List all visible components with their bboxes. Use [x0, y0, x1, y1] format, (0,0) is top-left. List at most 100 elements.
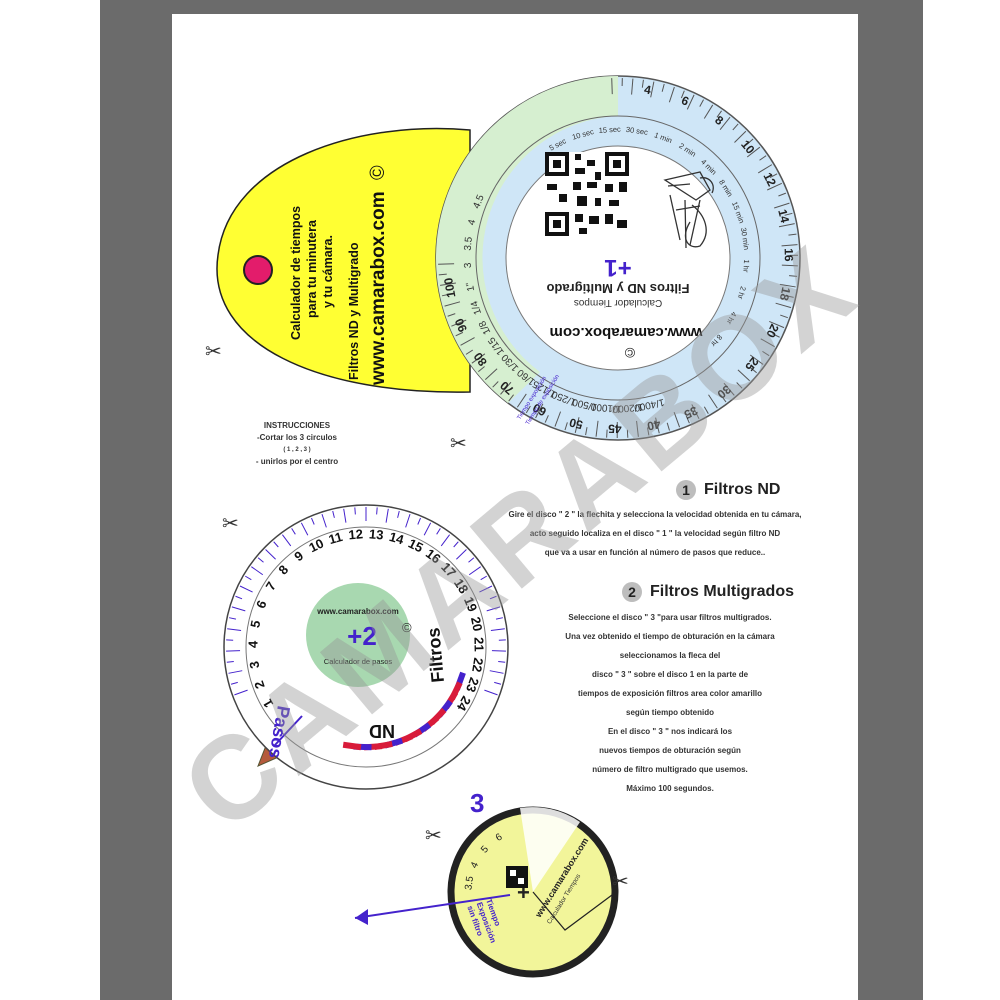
disc-2-filtros-wrap: Filtros [423, 627, 448, 684]
disc-1-tick [455, 331, 464, 337]
disc-1-tick [647, 427, 650, 436]
disc-2-tick [230, 681, 238, 685]
disc-2-tick [281, 534, 292, 547]
disc-2-arrow-line [274, 715, 303, 746]
disc-2-tick [484, 689, 498, 696]
disc-1-tick [685, 415, 690, 424]
section-2-title: Filtros Multigrados [650, 583, 794, 600]
disc-3-arrow [354, 894, 511, 919]
disc-2-tick [495, 617, 504, 620]
disc-2-scale-label: 12 [348, 526, 364, 542]
disc-1-outer-label: 4 [643, 82, 652, 97]
tag-url: www.camarabox.com [368, 191, 389, 386]
disc-1-tick [760, 338, 775, 348]
disc-1-tick [661, 83, 665, 92]
instructions-line-3: - unirlos por el centro [255, 457, 339, 466]
disc-2-scale-label: 20 [468, 615, 486, 632]
disc-1-inner-label: 4 [466, 218, 478, 226]
disc-2-nd: ND [369, 721, 395, 741]
disc-1-tick [716, 110, 722, 118]
disc-2-tick [436, 528, 441, 535]
disc-1-tick [668, 86, 675, 103]
disc-2-scale-label: 21 [471, 637, 486, 652]
disc-1-tick [746, 138, 754, 145]
disc-1-outer-label: 40 [646, 417, 662, 434]
disc-1-tick [746, 146, 761, 158]
disc-2-tick [311, 517, 315, 525]
disc-1-outer-label: 90 [452, 316, 470, 334]
disc-1-tick [691, 404, 700, 419]
disc-3-label: 3 [470, 788, 484, 818]
disc-2-scale-label: 15 [406, 536, 426, 556]
disc-2-url: www.camarabox.com [316, 607, 399, 616]
disc-2-tick [251, 566, 264, 576]
disc-3-scale-label: 3.5 [463, 875, 476, 891]
disc-2-scale-label: 2 [251, 679, 268, 691]
disc-2-scale-label: 23 [463, 676, 482, 695]
disc-1-outer-label: 100 [441, 276, 458, 298]
disc-1-tick [708, 394, 718, 409]
disc-2-tick [498, 660, 506, 663]
disc-2-scale-label: 18 [451, 576, 471, 596]
disc-3-scale-label: 5 [479, 844, 491, 856]
section-2-line-3: seleccionamos la fleca del [619, 651, 721, 660]
disc-1-tick [447, 313, 456, 317]
disc-1-time-label: 30 sec [625, 125, 648, 137]
section-1-number: 1 [676, 480, 696, 500]
disc-2-tick [417, 517, 421, 525]
disc-1-tick [788, 233, 797, 236]
disc-1-tick [631, 78, 634, 95]
disc-1-number: +1 [604, 254, 631, 281]
section-1-title: Filtros ND [704, 481, 781, 498]
section-1-line-2: acto seguido localiza en el disco " 1 " … [529, 529, 781, 538]
disc-1-tick [703, 406, 709, 414]
disc-1-tick [774, 202, 790, 209]
disc-2-tick [228, 617, 237, 620]
section-2-line-6: según tiempo obtenido [626, 708, 714, 717]
disc-1-tick [564, 422, 568, 431]
disc-2-tick [453, 541, 459, 548]
disc-1-outer-label: 12 [760, 170, 779, 189]
disc-2-tick [423, 522, 432, 536]
disc-1-tick [775, 302, 792, 309]
disc-1-tick [484, 368, 498, 380]
disc-1-tick [478, 366, 485, 372]
disc-1-tick [606, 429, 608, 438]
tag-subtitle: Filtros ND y Multigrado [347, 242, 361, 380]
disc-1-outer-label: 16 [782, 248, 796, 262]
disc-2-nd-wrap: ND [369, 721, 395, 741]
disc-1-tick [749, 354, 764, 365]
section-2-heading: 2 Filtros Multigrados [622, 582, 794, 602]
disc-1-tick [465, 349, 474, 355]
disc-2-tick [228, 670, 243, 674]
section-2-line-8: nuevos tiempos de obturación según [599, 746, 741, 755]
disc-1-title: Filtros ND y Multigrado [546, 281, 689, 296]
disc-1-tick [655, 417, 660, 434]
disc-2-tick [239, 585, 253, 593]
scissors-icon: ✂ [425, 825, 442, 847]
disc-1-tick [772, 333, 780, 338]
disc-2-tick [273, 541, 279, 548]
disc-1-tick [611, 78, 613, 95]
disc-2-tick [265, 549, 276, 560]
disc-1-inner-label: 4.5 [471, 193, 487, 210]
disc-2-tick [321, 513, 327, 528]
section-2-text: Seleccione el disco " 3 "para usar filtr… [520, 608, 820, 798]
disc-1-tick [525, 405, 531, 414]
disc-1-inner-label: 1/500 [571, 396, 598, 412]
disc-1-tick [680, 90, 685, 99]
disc-2-tick [231, 606, 246, 612]
disc-1-tick [585, 427, 588, 436]
disc-1-tick [641, 79, 644, 88]
disc-2-scale-label: 3 [246, 660, 262, 670]
disc-2-tick [486, 606, 501, 612]
disc-2-tick [235, 595, 243, 600]
instructions-line-2: ( 1 , 2 , 3 ) [283, 447, 311, 453]
disc-1-tick [789, 275, 798, 277]
disc-2-scale-label: 11 [327, 529, 344, 547]
disc-3-arrow-head [355, 909, 368, 925]
